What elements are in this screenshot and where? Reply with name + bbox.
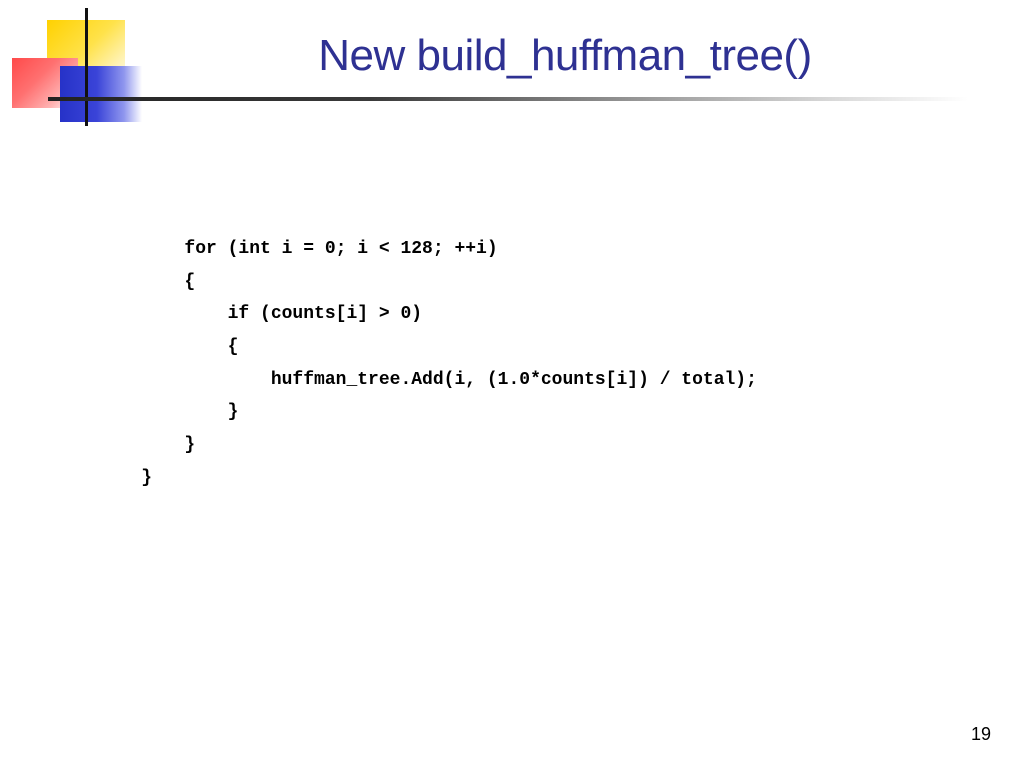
code-line: if (counts[i] > 0) (98, 304, 423, 325)
code-block: for (int i = 0; i < 128; ++i) { if (coun… (98, 233, 757, 495)
code-line: } (98, 467, 153, 488)
code-line: huffman_tree.Add(i, (1.0*counts[i]) / to… (98, 369, 757, 390)
title-underline-rule (48, 97, 968, 101)
code-line: for (int i = 0; i < 128; ++i) (98, 239, 498, 259)
code-line: { (98, 271, 196, 292)
logo-blue-square (60, 66, 142, 122)
code-line: { (98, 337, 239, 358)
code-line: } (98, 402, 239, 423)
slide-logo-decoration (0, 0, 150, 130)
page-number: 19 (970, 724, 991, 744)
slide-title: New build_huffman_tree() (318, 31, 812, 80)
code-line: } (98, 435, 196, 456)
logo-vertical-line (85, 8, 88, 126)
